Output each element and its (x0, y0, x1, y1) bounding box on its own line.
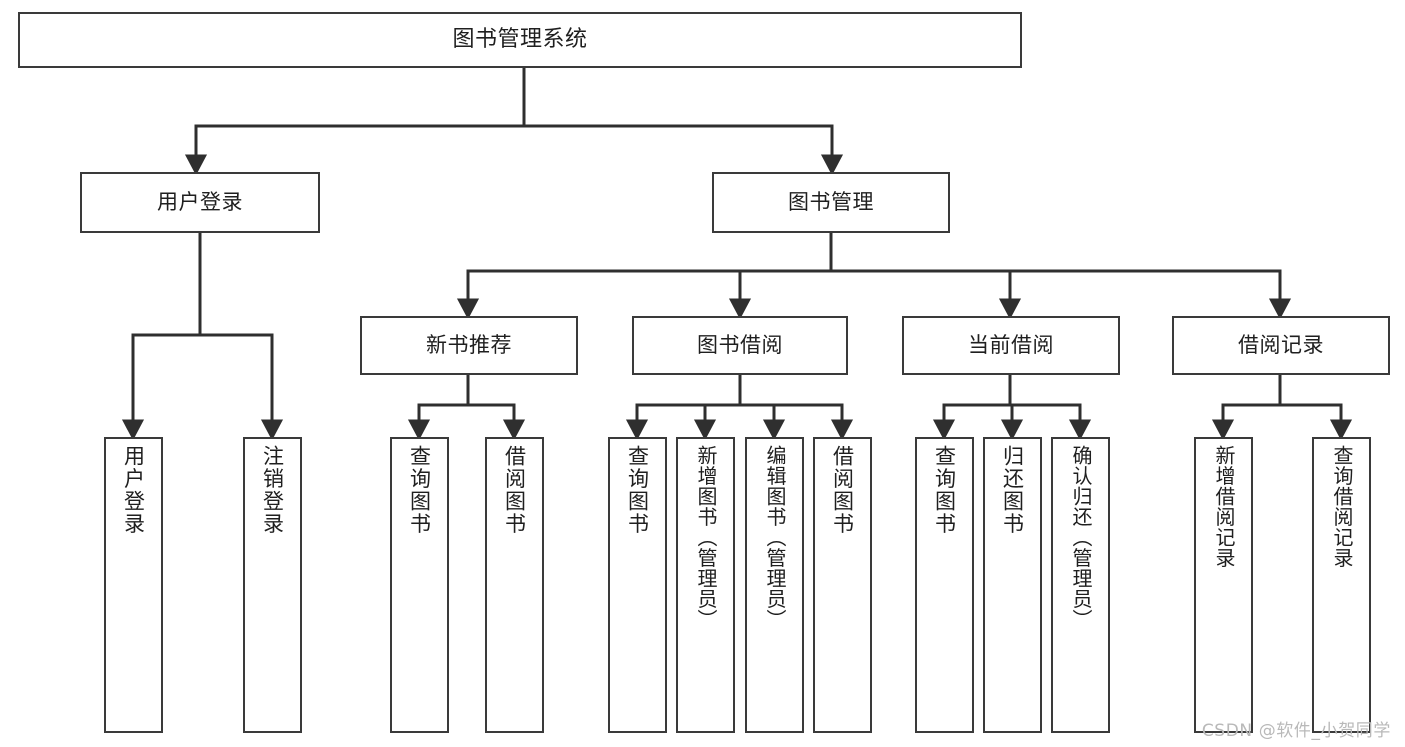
node-root-book-management-system[interactable]: 图书管理系统 (18, 12, 1022, 68)
leaf-user-login-signin[interactable]: 用户登录 (104, 437, 163, 733)
node-label: 归还图书 (1000, 445, 1025, 535)
leaf-current-query-book[interactable]: 查询图书 (915, 437, 974, 733)
node-book-management[interactable]: 图书管理 (712, 172, 950, 233)
leaf-record-query-borrow-record[interactable]: 查询借阅记录 (1312, 437, 1371, 733)
leaf-current-return-book[interactable]: 归还图书 (983, 437, 1042, 733)
node-label: 用户登录 (157, 190, 243, 215)
node-book-borrowing[interactable]: 图书借阅 (632, 316, 848, 375)
node-label: 新增借阅记录 (1212, 445, 1236, 568)
node-label: 查询借阅记录 (1330, 445, 1354, 568)
node-label: 新书推荐 (426, 333, 512, 358)
node-label: 用户登录 (121, 445, 146, 535)
leaf-borrow-borrow-book[interactable]: 借阅图书 (813, 437, 872, 733)
node-user-login[interactable]: 用户登录 (80, 172, 320, 233)
leaf-user-login-logout[interactable]: 注销登录 (243, 437, 302, 733)
node-label: 当前借阅 (968, 333, 1054, 358)
leaf-new-book-query[interactable]: 查询图书 (390, 437, 449, 733)
node-label: 查询图书 (932, 445, 957, 535)
node-label: 编辑图书（管理员） (763, 445, 787, 630)
node-new-book-recommendation[interactable]: 新书推荐 (360, 316, 578, 375)
leaf-borrow-query-book[interactable]: 查询图书 (608, 437, 667, 733)
node-label: 新增图书（管理员） (694, 445, 718, 630)
node-label: 注销登录 (260, 445, 285, 535)
node-label: 图书管理 (788, 190, 874, 215)
node-label: 借阅图书 (830, 445, 855, 535)
node-label: 借阅记录 (1238, 333, 1324, 358)
node-label: 查询图书 (407, 445, 432, 535)
csdn-watermark: CSDN @软件_小贺同学 (1201, 721, 1391, 741)
node-label: 确认归还（管理员） (1069, 445, 1093, 630)
leaf-borrow-edit-book-admin[interactable]: 编辑图书（管理员） (745, 437, 804, 733)
leaf-current-confirm-return-admin[interactable]: 确认归还（管理员） (1051, 437, 1110, 733)
node-borrowing-record[interactable]: 借阅记录 (1172, 316, 1390, 375)
leaf-borrow-add-book-admin[interactable]: 新增图书（管理员） (676, 437, 735, 733)
node-label: 借阅图书 (502, 445, 527, 535)
node-current-borrowing[interactable]: 当前借阅 (902, 316, 1120, 375)
node-label: 图书借阅 (697, 333, 783, 358)
leaf-record-add-borrow-record[interactable]: 新增借阅记录 (1194, 437, 1253, 733)
node-label: 图书管理系统 (452, 27, 588, 53)
node-label: 查询图书 (625, 445, 650, 535)
leaf-new-book-borrow[interactable]: 借阅图书 (485, 437, 544, 733)
